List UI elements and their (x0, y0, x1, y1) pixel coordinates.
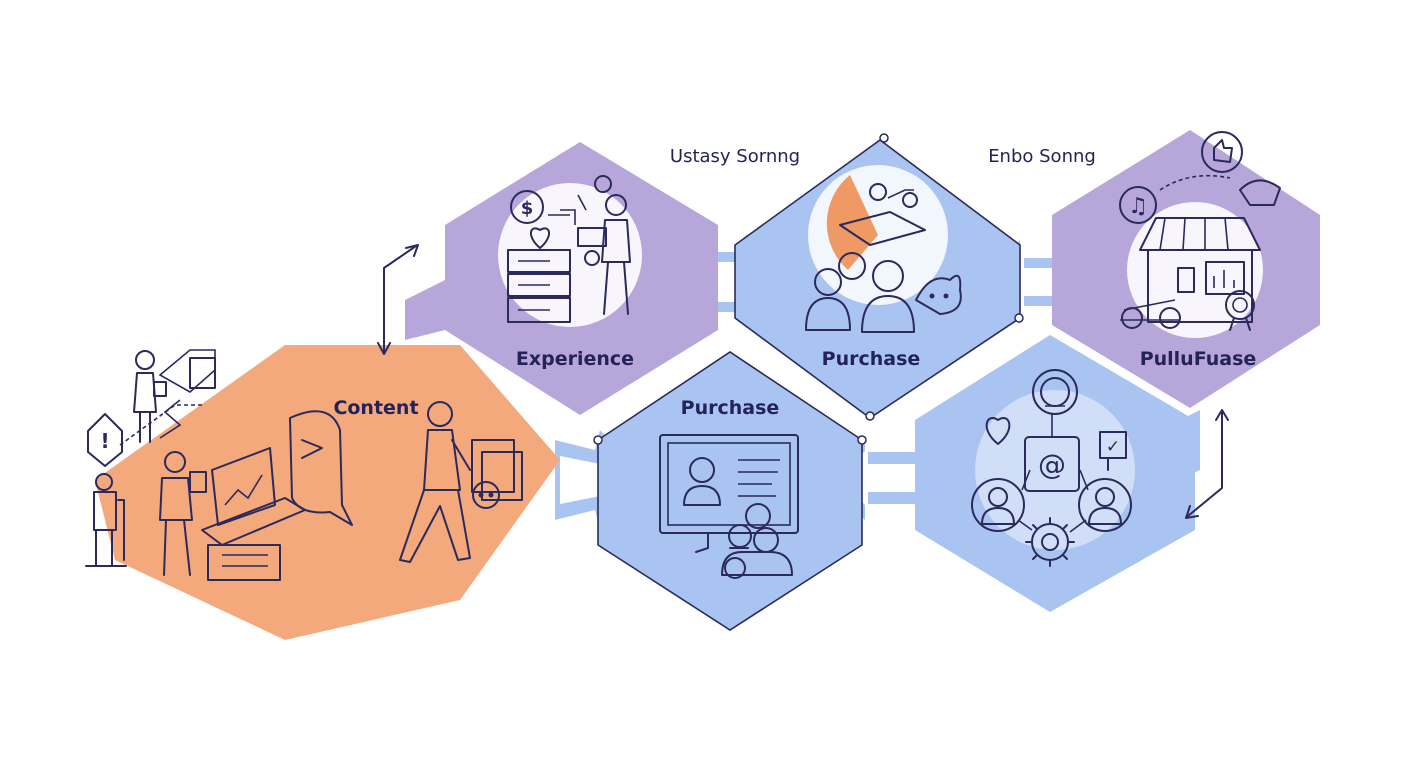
network-nodes-icon (548, 175, 612, 225)
flow-arrow-right (1185, 409, 1229, 519)
presenter-person-icon (159, 451, 207, 576)
server-stack-icon (507, 249, 571, 323)
stairs-diagram-icon (119, 349, 216, 446)
speech-bubble-icon (289, 410, 353, 526)
graduation-cap-icon (839, 183, 926, 246)
svg-text:@: @ (1038, 448, 1066, 481)
heart-outline-icon (985, 417, 1011, 445)
stage-hex-network (915, 335, 1195, 612)
svg-text:!: ! (100, 429, 109, 453)
like-icon (1201, 131, 1243, 173)
stage-label-purchase-top: Purchase (822, 348, 921, 370)
user-left-icon (971, 478, 1025, 532)
gear-icon (1025, 517, 1075, 567)
person-icon (133, 350, 167, 443)
svg-text:♫: ♫ (1128, 194, 1148, 219)
header-top-right: Enbo Sonng (988, 146, 1096, 167)
svg-text:$: $ (521, 198, 534, 219)
group-avatars-icon (721, 503, 793, 579)
stage-label-purchase-bottom: Purchase (681, 397, 780, 419)
stage-label-content: Content (333, 397, 418, 419)
award-icon (1225, 290, 1255, 331)
stage-hex-content (95, 345, 560, 640)
walking-person-icon (399, 401, 471, 563)
stage-label-pullufuase: PulluFuase (1140, 348, 1257, 370)
user-right-icon (1078, 478, 1132, 532)
presenter-experience-icon (577, 194, 631, 315)
heart-icon (530, 227, 550, 249)
flow-arrow-left (377, 244, 419, 355)
team-icon (805, 252, 962, 333)
network-links (1017, 414, 1089, 533)
person-standing-icon (85, 473, 127, 567)
header-top-center: Ustasy Sornng (670, 146, 800, 167)
alert-icon: ! (87, 413, 123, 467)
checkbox-icon: ✓ (1099, 431, 1127, 471)
stage-hex-purchase-bottom (593, 351, 867, 631)
svg-text:✓: ✓ (1106, 437, 1120, 457)
stage-label-experience: Experience (516, 348, 634, 370)
connector-band-top-left (405, 280, 445, 340)
storefront-icon (1120, 217, 1261, 329)
music-note-icon: ♫ (1119, 186, 1157, 224)
profile-orange-icon (1032, 369, 1078, 415)
dollar-icon: $ (510, 190, 544, 224)
monitor-profile-icon (659, 434, 799, 553)
handshake-icon (1159, 174, 1281, 206)
documents-icon (471, 439, 523, 509)
